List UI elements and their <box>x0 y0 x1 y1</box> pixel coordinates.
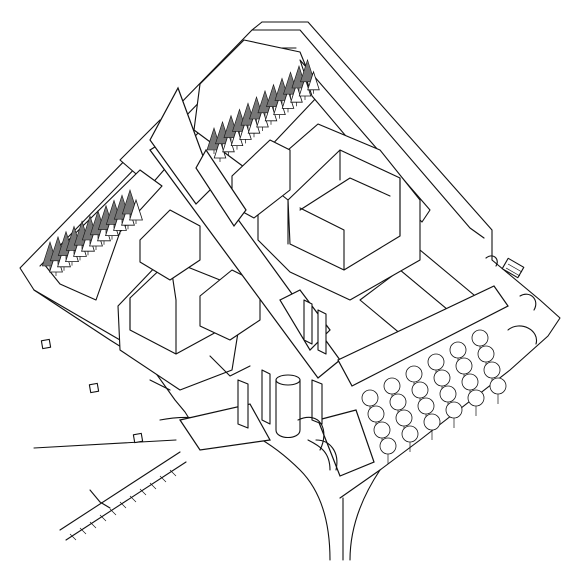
building-left-center <box>117 209 261 391</box>
deciduous-tree <box>379 437 397 455</box>
deciduous-tree <box>417 397 435 415</box>
road-lower-left <box>33 439 187 541</box>
deciduous-tree <box>423 413 441 431</box>
deciduous-tree <box>433 369 451 387</box>
deciduous-tree <box>395 409 413 427</box>
deciduous-tree <box>427 353 445 371</box>
deciduous-tree <box>439 385 457 403</box>
tree-row-left <box>41 189 143 276</box>
deciduous-tree <box>467 389 485 407</box>
deciduous-tree <box>477 345 495 363</box>
deciduous-tree <box>361 389 379 407</box>
deciduous-tree <box>373 421 391 439</box>
deciduous-tree <box>471 329 489 347</box>
deciduous-tree <box>461 373 479 391</box>
deciduous-tree <box>367 405 385 423</box>
deciduous-tree <box>489 377 507 395</box>
deciduous-tree <box>449 341 467 359</box>
deciduous-tree <box>483 361 501 379</box>
deciduous-tree <box>383 377 401 395</box>
deciduous-tree <box>455 357 473 375</box>
deciduous-tree <box>405 365 423 383</box>
deciduous-tree <box>411 381 429 399</box>
deciduous-tree <box>401 425 419 443</box>
building-upper-center <box>231 123 421 301</box>
curb-details-right <box>485 255 537 345</box>
tree-grove-lower-right <box>361 329 507 464</box>
deciduous-tree <box>445 401 463 419</box>
tree-row-upper <box>206 58 320 162</box>
plaza-towers <box>237 299 338 471</box>
deciduous-tree <box>389 393 407 411</box>
site-markers <box>40 257 525 444</box>
pergola-grid-lower <box>179 285 509 477</box>
